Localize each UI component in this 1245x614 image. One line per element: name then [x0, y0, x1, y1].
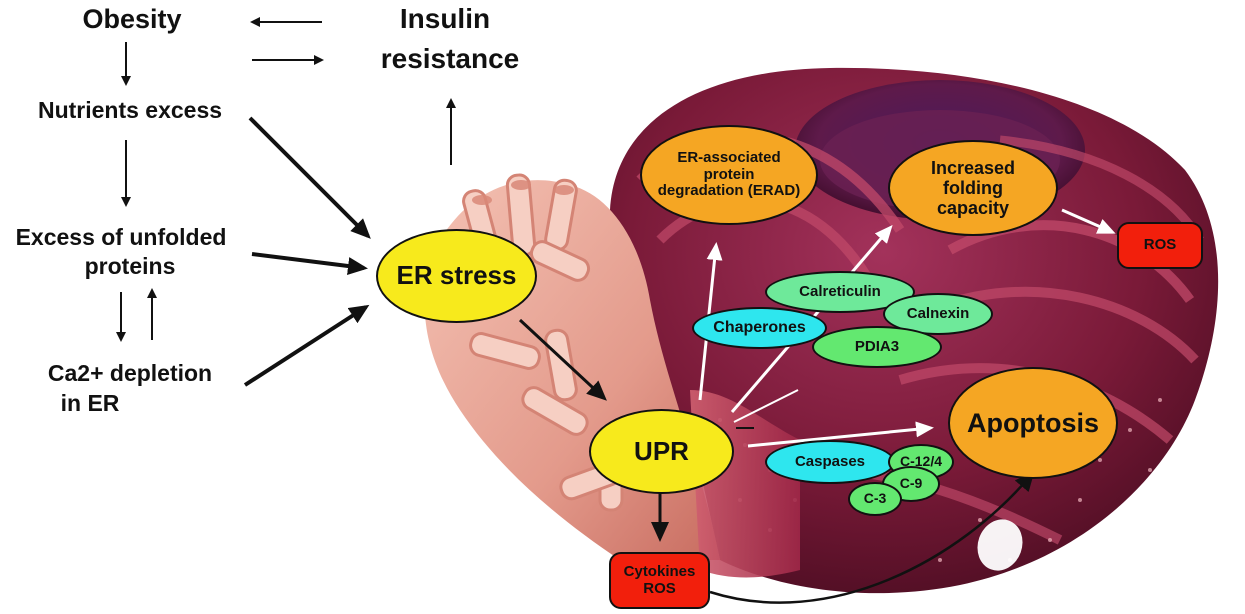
node-cytokines-ros: Cytokines ROS	[609, 552, 710, 609]
label-calcium-line1: Ca2+ depletion	[47, 360, 213, 386]
folding-line1: Increased	[930, 157, 1016, 178]
node-c-3: C-3	[848, 482, 902, 516]
label-calcium-line2: in ER	[60, 390, 120, 416]
folding-line2: folding	[943, 177, 1003, 198]
node-caspases: Caspases	[765, 440, 895, 484]
node-pdia3: PDIA3	[812, 326, 942, 368]
label-insulin-line1: Insulin	[399, 3, 491, 34]
label-insulin-line2: resistance	[380, 43, 520, 74]
label-obesity: Obesity	[82, 4, 182, 34]
erad-line2: protein	[703, 165, 755, 183]
node-calnexin: Calnexin	[883, 293, 993, 335]
node-upr: UPR	[589, 409, 734, 494]
node-er-stress: ER stress	[376, 229, 537, 323]
erad-line1: ER-associated	[677, 148, 781, 166]
pathway-arrows-left	[116, 17, 456, 342]
label-unfolded-line2: proteins	[84, 253, 176, 279]
node-increased-folding: Increased folding capacity	[888, 140, 1058, 236]
label-nutrients-excess: Nutrients excess	[37, 97, 223, 123]
node-chaperones: Chaperones	[692, 307, 827, 349]
cytokines-line2: ROS	[643, 579, 676, 597]
pathway-arrows-to-er-stress	[243, 116, 1035, 604]
node-apoptosis: Apoptosis	[948, 367, 1118, 479]
erad-line3: degradation (ERAD)	[657, 182, 801, 200]
folding-line3: capacity	[936, 198, 1010, 219]
cytokines-line1: Cytokines	[623, 562, 696, 580]
node-ros-top: ROS	[1117, 222, 1203, 269]
label-unfolded-line1: Excess of unfolded	[15, 224, 227, 250]
node-erad: ER-associated protein degradation (ERAD)	[640, 125, 818, 225]
